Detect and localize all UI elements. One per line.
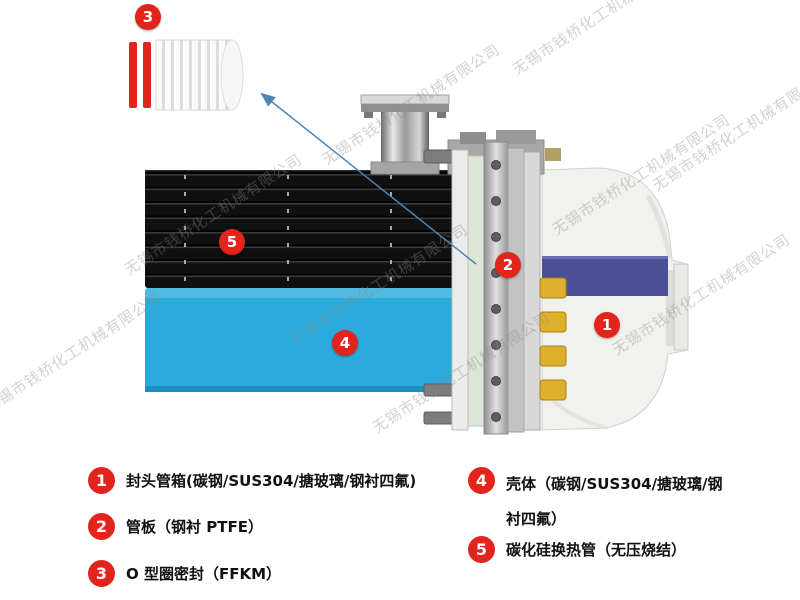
flange-plate xyxy=(451,149,469,431)
stud-bolt xyxy=(423,411,457,425)
legend-item-label: 碳化硅换热管（无压烧结） xyxy=(506,541,687,559)
main-flange xyxy=(483,141,509,435)
ptfe-tube-sheet xyxy=(467,155,485,427)
thread-tip xyxy=(220,39,244,111)
housing-shell xyxy=(541,167,689,431)
legend-item-label: O 型圈密封（FFKM） xyxy=(126,565,282,583)
legend-item-5: 5 碳化硅换热管（无压烧结） xyxy=(468,536,686,563)
oring-fitting xyxy=(129,39,244,111)
callout-5: 5 xyxy=(219,229,245,255)
legend-item-label: 封头管箱(碳钢/SUS304/搪玻璃/钢衬四氟) xyxy=(126,472,417,490)
tube-sheet-flange-stack xyxy=(423,130,567,435)
callout-1: 1 xyxy=(594,312,620,338)
flange-bolt-heads xyxy=(491,160,501,422)
nozzle-pipe xyxy=(381,112,429,164)
top-nozzle xyxy=(360,94,450,175)
flange-plate xyxy=(507,147,525,433)
legend-number-badge: 3 xyxy=(88,560,115,587)
yellow-nuts xyxy=(539,277,567,401)
legend-item-3: 3 O 型圈密封（FFKM） xyxy=(88,560,281,587)
threaded-body xyxy=(155,39,233,111)
top-gold-block xyxy=(545,148,561,161)
legend-item-1: 1 封头管箱(碳钢/SUS304/搪玻璃/钢衬四氟) xyxy=(88,467,416,494)
legend-item-label: 管板（钢衬 PTFE） xyxy=(126,518,263,536)
nozzle-flange xyxy=(360,94,450,105)
legend-item-label: 壳体（碳钢/SUS304/搪玻璃/钢衬四氟） xyxy=(506,475,723,528)
oring-pointer-arrow xyxy=(260,92,477,265)
legend-number-badge: 4 xyxy=(468,467,495,494)
outlet-neck xyxy=(666,270,676,346)
legend-item-2: 2 管板（钢衬 PTFE） xyxy=(88,513,263,540)
legend-number-badge: 1 xyxy=(88,467,115,494)
heat-exchanger-diagram xyxy=(129,39,689,435)
stud-bolt xyxy=(423,149,457,164)
oring-red-band xyxy=(143,42,151,108)
outlet-flange xyxy=(673,263,689,351)
oring-red-band xyxy=(129,42,137,108)
shell-body xyxy=(145,288,480,392)
callout-4: 4 xyxy=(332,330,358,356)
stud-bolt xyxy=(423,383,457,397)
legend-number-badge: 2 xyxy=(88,513,115,540)
callout-2: 2 xyxy=(495,252,521,278)
legend-item-4: 4 壳体（碳钢/SUS304/搪玻璃/钢衬四氟） xyxy=(468,467,731,536)
callout-3: 3 xyxy=(135,4,161,30)
flange-plate xyxy=(523,151,541,431)
tube-bundle xyxy=(145,170,480,288)
legend-number-badge: 5 xyxy=(468,536,495,563)
